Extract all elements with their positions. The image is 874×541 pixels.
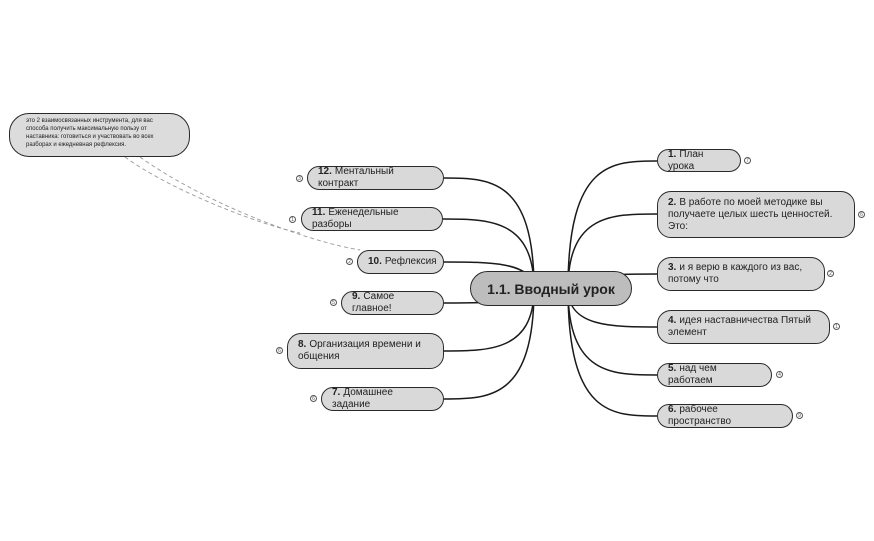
topic-number: 11. xyxy=(312,207,326,218)
topic-number: 7. xyxy=(332,387,341,398)
attachment-count-badge[interactable]: 1 xyxy=(289,216,296,223)
topic-label: Домашнее задание xyxy=(332,387,393,410)
topic-organizaciya[interactable]: 8.Организация времени и общения xyxy=(287,333,444,369)
topic-number: 9. xyxy=(352,291,361,302)
topic-label: идея наставничества Пятый элемент xyxy=(668,315,811,338)
topic-glavnoe[interactable]: 9.Самое главное! xyxy=(341,291,444,315)
topic-label: В работе по моей методике вы получаете ц… xyxy=(668,196,833,232)
branch-connector xyxy=(567,160,658,290)
topic-refleksiya[interactable]: 10.Рефлексия xyxy=(357,250,444,274)
topic-label: План урока xyxy=(668,148,704,172)
topic-label: Самое главное! xyxy=(352,291,395,314)
topic-label: Рефлексия xyxy=(384,256,437,267)
attachment-count-badge[interactable]: 9 xyxy=(796,412,803,419)
branch-connector xyxy=(442,218,535,290)
topic-number: 5. xyxy=(668,363,677,374)
topic-veryu[interactable]: 3.и я верю в каждого из вас, потому что xyxy=(657,257,825,291)
topic-plan-uroka[interactable]: 1.План урока xyxy=(657,149,741,172)
attachment-count-badge[interactable]: 2 xyxy=(346,258,353,265)
topic-label: над чем работаем xyxy=(668,363,717,386)
attachment-count-badge[interactable]: 6 xyxy=(858,211,865,218)
attachment-count-badge[interactable]: 2 xyxy=(827,270,834,277)
branch-connector xyxy=(567,213,658,290)
topic-razbory[interactable]: 11.Еженедельные разборы xyxy=(301,207,443,231)
topic-number: 12. xyxy=(318,166,332,177)
note-link-connector xyxy=(124,156,301,234)
topic-label: Организация времени и общения xyxy=(298,339,421,362)
attachment-count-badge[interactable]: 5 xyxy=(330,299,337,306)
topic-prostranstvo[interactable]: 6.рабочее пространство xyxy=(657,404,793,428)
branch-connector xyxy=(443,288,535,400)
branch-connector xyxy=(443,177,535,290)
note-callout[interactable]: это 2 взаимосвязанных инструмента, для в… xyxy=(9,113,190,157)
attachment-count-badge[interactable]: 7 xyxy=(744,157,751,164)
attachment-count-badge[interactable]: 6 xyxy=(276,347,283,354)
topic-number: 2. xyxy=(668,196,677,208)
central-topic-label: 1.1. Вводный урок xyxy=(487,280,615,297)
branch-connector xyxy=(567,288,658,376)
attachment-count-badge[interactable]: 6 xyxy=(310,395,317,402)
note-text: это 2 взаимосвязанных инструмента, для в… xyxy=(26,118,154,148)
topic-number: 6. xyxy=(668,404,677,415)
topic-number: 3. xyxy=(668,262,677,273)
topic-kontrakt[interactable]: 12.Ментальный контракт xyxy=(307,166,444,190)
topic-cennosti[interactable]: 2.В работе по моей методике вы получаете… xyxy=(657,191,855,238)
topic-label: рабочее пространство xyxy=(668,404,732,427)
topic-label: Ментальный контракт xyxy=(318,166,394,189)
topic-ideya[interactable]: 4.идея наставничества Пятый элемент xyxy=(657,310,830,344)
topic-number: 1. xyxy=(668,148,677,160)
topic-number: 8. xyxy=(298,339,307,350)
topic-rabotaem[interactable]: 5.над чем работаем xyxy=(657,363,772,387)
topic-label: Еженедельные разборы xyxy=(312,207,399,230)
topic-number: 10. xyxy=(368,256,382,267)
central-topic[interactable]: 1.1. Вводный урок xyxy=(470,271,632,306)
branch-connector xyxy=(567,288,658,417)
topic-number: 4. xyxy=(668,315,677,326)
topic-domashnee[interactable]: 7.Домашнее задание xyxy=(321,387,444,411)
attachment-count-badge[interactable]: 4 xyxy=(776,371,783,378)
attachment-count-badge[interactable]: 1 xyxy=(833,323,840,330)
branch-connector xyxy=(443,288,535,352)
note-link-connector xyxy=(139,156,361,251)
topic-label: и я верю в каждого из вас, потому что xyxy=(668,262,803,285)
attachment-count-badge[interactable]: 3 xyxy=(296,175,303,182)
